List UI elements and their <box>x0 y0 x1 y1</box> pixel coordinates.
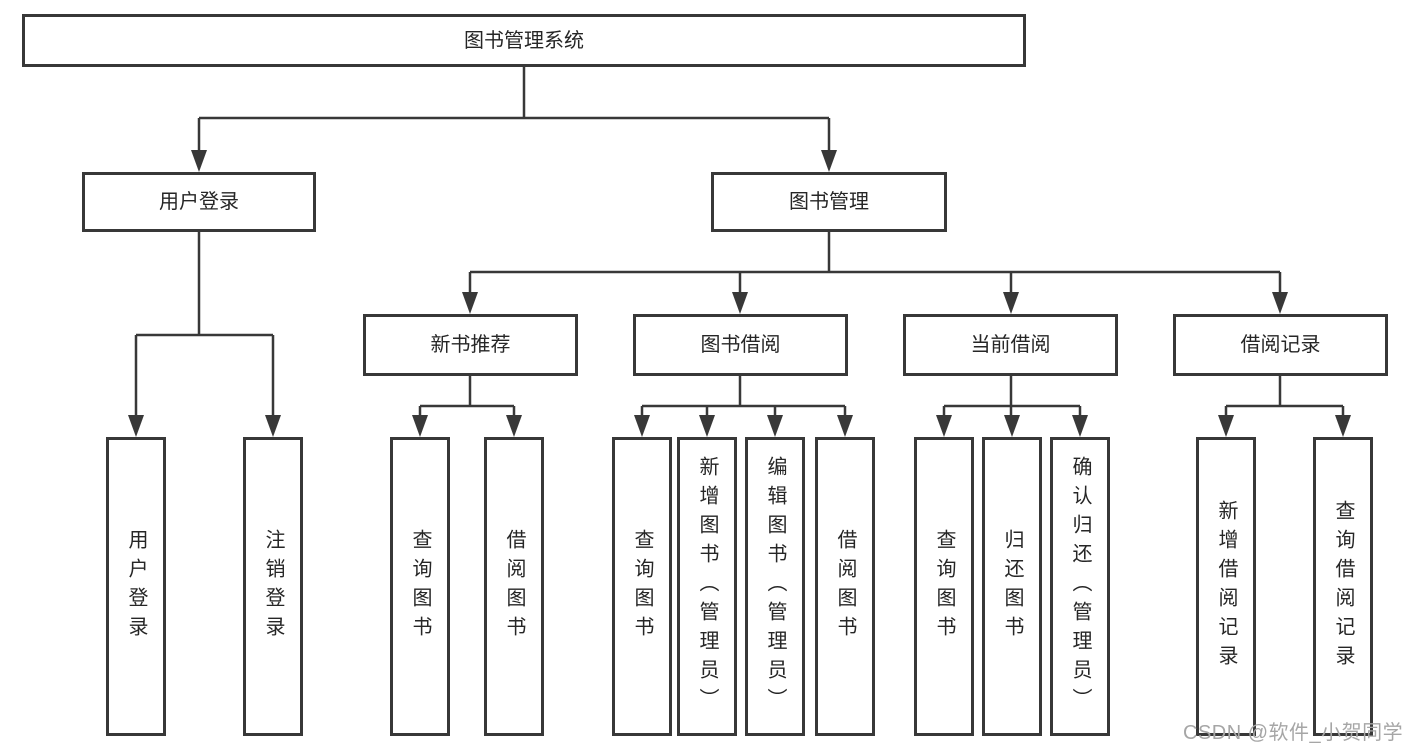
connector-book-borrowing-to-children <box>640 376 847 419</box>
arrowhead <box>767 415 783 437</box>
leaf-edit-books-admin: 编辑图书（管理员） <box>745 437 805 736</box>
arrowhead <box>506 415 522 437</box>
arrowhead <box>412 415 428 437</box>
node-user-login: 用户登录 <box>82 172 316 232</box>
arrowhead <box>1003 292 1019 314</box>
leaf-borrow-books-recommend: 借阅图书 <box>484 437 544 736</box>
connector-current-borrowing-to-children <box>942 376 1082 419</box>
arrowhead <box>1272 292 1288 314</box>
arrowhead <box>634 415 650 437</box>
node-book-borrowing: 图书借阅 <box>633 314 848 376</box>
leaf-add-borrowing-record: 新增借阅记录 <box>1196 437 1256 736</box>
node-new-book-recommendation: 新书推荐 <box>363 314 578 376</box>
arrowhead <box>1072 415 1088 437</box>
arrowhead <box>1218 415 1234 437</box>
arrowhead <box>936 415 952 437</box>
arrowhead <box>462 292 478 314</box>
arrowheads <box>128 150 1351 437</box>
leaf-add-books-admin: 新增图书（管理员） <box>677 437 737 736</box>
arrowhead <box>191 150 207 172</box>
leaf-borrow-books-borrowing: 借阅图书 <box>815 437 875 736</box>
node-library-management-system: 图书管理系统 <box>22 14 1026 67</box>
leaf-return-books: 归还图书 <box>982 437 1042 736</box>
connector-book-management-to-children <box>468 232 1282 294</box>
arrowhead <box>732 292 748 314</box>
arrowhead <box>128 415 144 437</box>
leaf-user-login: 用户登录 <box>106 437 166 736</box>
leaf-logout: 注销登录 <box>243 437 303 736</box>
arrowhead <box>699 415 715 437</box>
connector-user-login-to-children <box>134 232 275 419</box>
leaf-query-books-current: 查询图书 <box>914 437 974 736</box>
watermark: CSDN @软件_小贺同学 <box>1183 722 1404 744</box>
arrowhead <box>837 415 853 437</box>
arrowhead <box>1004 415 1020 437</box>
node-current-borrowing: 当前借阅 <box>903 314 1118 376</box>
leaf-query-books-borrowing: 查询图书 <box>612 437 672 736</box>
arrowhead <box>821 150 837 172</box>
arrowhead <box>265 415 281 437</box>
connector-new-book-recommend-to-children <box>418 376 516 419</box>
node-borrowing-records: 借阅记录 <box>1173 314 1388 376</box>
leaf-query-books-recommend: 查询图书 <box>390 437 450 736</box>
arrowhead <box>1335 415 1351 437</box>
connector-borrowing-records-to-children <box>1224 376 1345 419</box>
leaf-query-borrowing-record: 查询借阅记录 <box>1313 437 1373 736</box>
leaf-confirm-return-admin: 确认归还（管理员） <box>1050 437 1110 736</box>
connector-root-to-level2 <box>197 67 831 152</box>
node-book-management: 图书管理 <box>711 172 947 232</box>
